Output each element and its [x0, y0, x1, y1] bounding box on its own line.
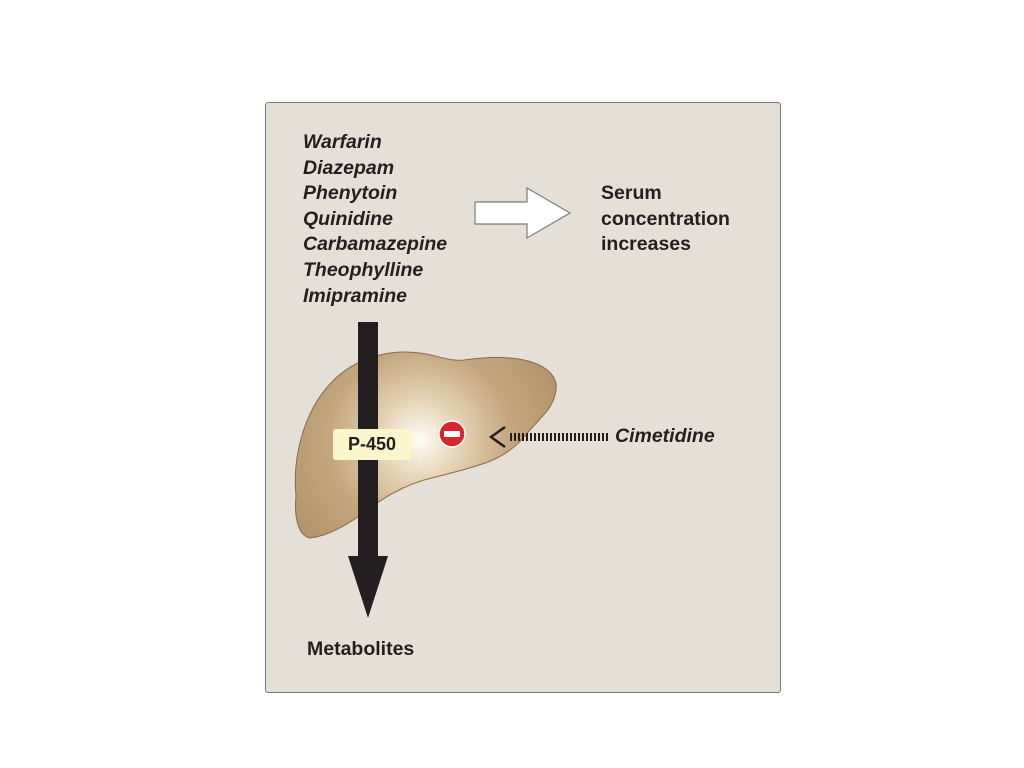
drug-item: Imipramine — [303, 284, 408, 307]
minus-icon — [444, 431, 460, 437]
inhibitor-label: Cimetidine — [615, 425, 715, 447]
result-line: Serum — [601, 182, 662, 204]
result-label: Serum concentration increases — [601, 181, 730, 258]
drug-item: Carbamazepine — [303, 233, 448, 256]
result-line: concentration — [601, 207, 730, 230]
result-arrow — [474, 186, 572, 240]
drug-list: Warfarin Diazepam Phenytoin Quinidine Ca… — [303, 130, 447, 309]
inhibition-arrow-head — [488, 425, 506, 449]
drug-item: Warfarin — [303, 131, 382, 153]
drug-item: Phenytoin — [303, 182, 398, 205]
result-line: increases — [601, 233, 691, 256]
drug-item: Theophylline — [303, 258, 424, 281]
metabolism-arrow-head — [348, 556, 388, 618]
product-label: Metabolites — [307, 638, 415, 660]
drug-item: Diazepam — [303, 156, 395, 179]
drug-item: Quinidine — [303, 207, 393, 230]
enzyme-label: P-450 — [333, 429, 411, 460]
